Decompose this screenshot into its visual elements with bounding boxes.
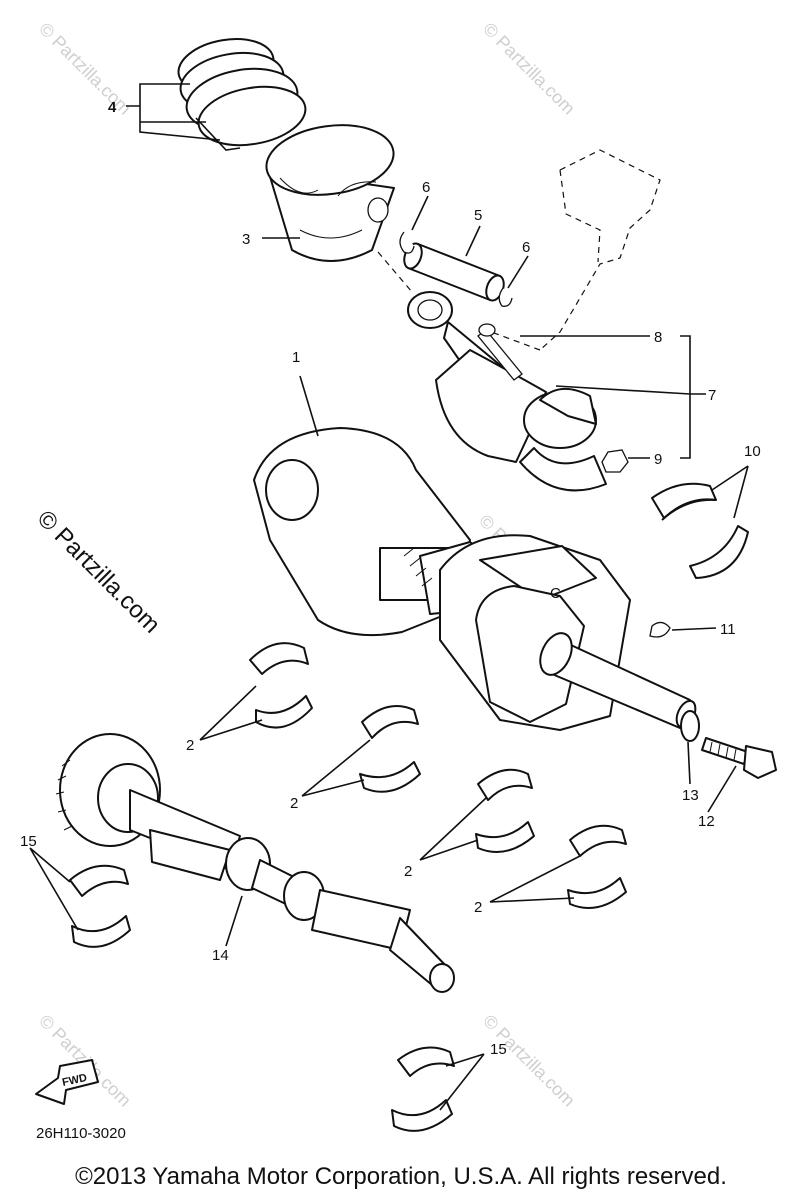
callout-12: 12 bbox=[698, 813, 715, 830]
callout-5: 5 bbox=[474, 207, 482, 224]
fwd-arrow: FWD bbox=[35, 1059, 99, 1105]
callout-2-a: 2 bbox=[186, 737, 194, 754]
washer bbox=[680, 710, 700, 742]
crankshaft: C bbox=[253, 427, 697, 731]
callout-13: 13 bbox=[682, 787, 699, 804]
piston bbox=[265, 124, 395, 262]
callout-numbers: 4 3 6 5 6 8 7 1 9 10 11 2 2 13 12 15 2 2… bbox=[20, 99, 761, 1058]
rod-bolt bbox=[477, 323, 523, 381]
watermark-top-right: © Partzilla.com bbox=[479, 19, 579, 119]
callout-9: 9 bbox=[654, 451, 662, 468]
connecting-rod bbox=[407, 291, 607, 492]
copyright-notice: ©2013 Yamaha Motor Corporation, U.S.A. A… bbox=[75, 1163, 727, 1190]
callout-6-right: 6 bbox=[522, 239, 530, 256]
piston-pin-clips bbox=[399, 231, 513, 307]
crank-mark: C bbox=[550, 585, 561, 602]
crank-bolt bbox=[701, 737, 777, 779]
big-end-bearings bbox=[651, 482, 749, 579]
watermark-bottom-right: © Partzilla.com bbox=[479, 1011, 579, 1111]
callout-2-c: 2 bbox=[404, 863, 412, 880]
rod-nut bbox=[601, 449, 629, 473]
callout-2-d: 2 bbox=[474, 899, 482, 916]
fwd-label: FWD bbox=[61, 1072, 88, 1089]
watermark-top-left: © Partzilla.com bbox=[35, 19, 135, 119]
diagram-code: 26H110-3020 bbox=[36, 1125, 126, 1142]
balancer-shaft bbox=[55, 733, 455, 993]
piston-rings bbox=[177, 38, 307, 151]
callout-15-right: 15 bbox=[490, 1041, 507, 1058]
callout-14: 14 bbox=[212, 947, 229, 964]
callout-6-left: 6 bbox=[422, 179, 430, 196]
callout-3: 3 bbox=[242, 231, 250, 248]
balancer-bearings bbox=[69, 864, 455, 1132]
piston-pin bbox=[403, 242, 505, 302]
callout-1: 1 bbox=[292, 349, 300, 366]
callout-4: 4 bbox=[108, 99, 117, 116]
callout-2-b: 2 bbox=[290, 795, 298, 812]
callout-8: 8 bbox=[654, 329, 662, 346]
watermark-side: © Partzilla.com bbox=[32, 505, 165, 638]
callout-11: 11 bbox=[720, 621, 736, 638]
woodruff-key bbox=[649, 621, 671, 638]
callout-15-left: 15 bbox=[20, 833, 37, 850]
crankcase-outline bbox=[377, 149, 661, 351]
main-bearings bbox=[249, 642, 627, 909]
callout-10: 10 bbox=[744, 443, 761, 460]
callout-7: 7 bbox=[708, 387, 716, 404]
leader-lines bbox=[29, 83, 749, 1111]
